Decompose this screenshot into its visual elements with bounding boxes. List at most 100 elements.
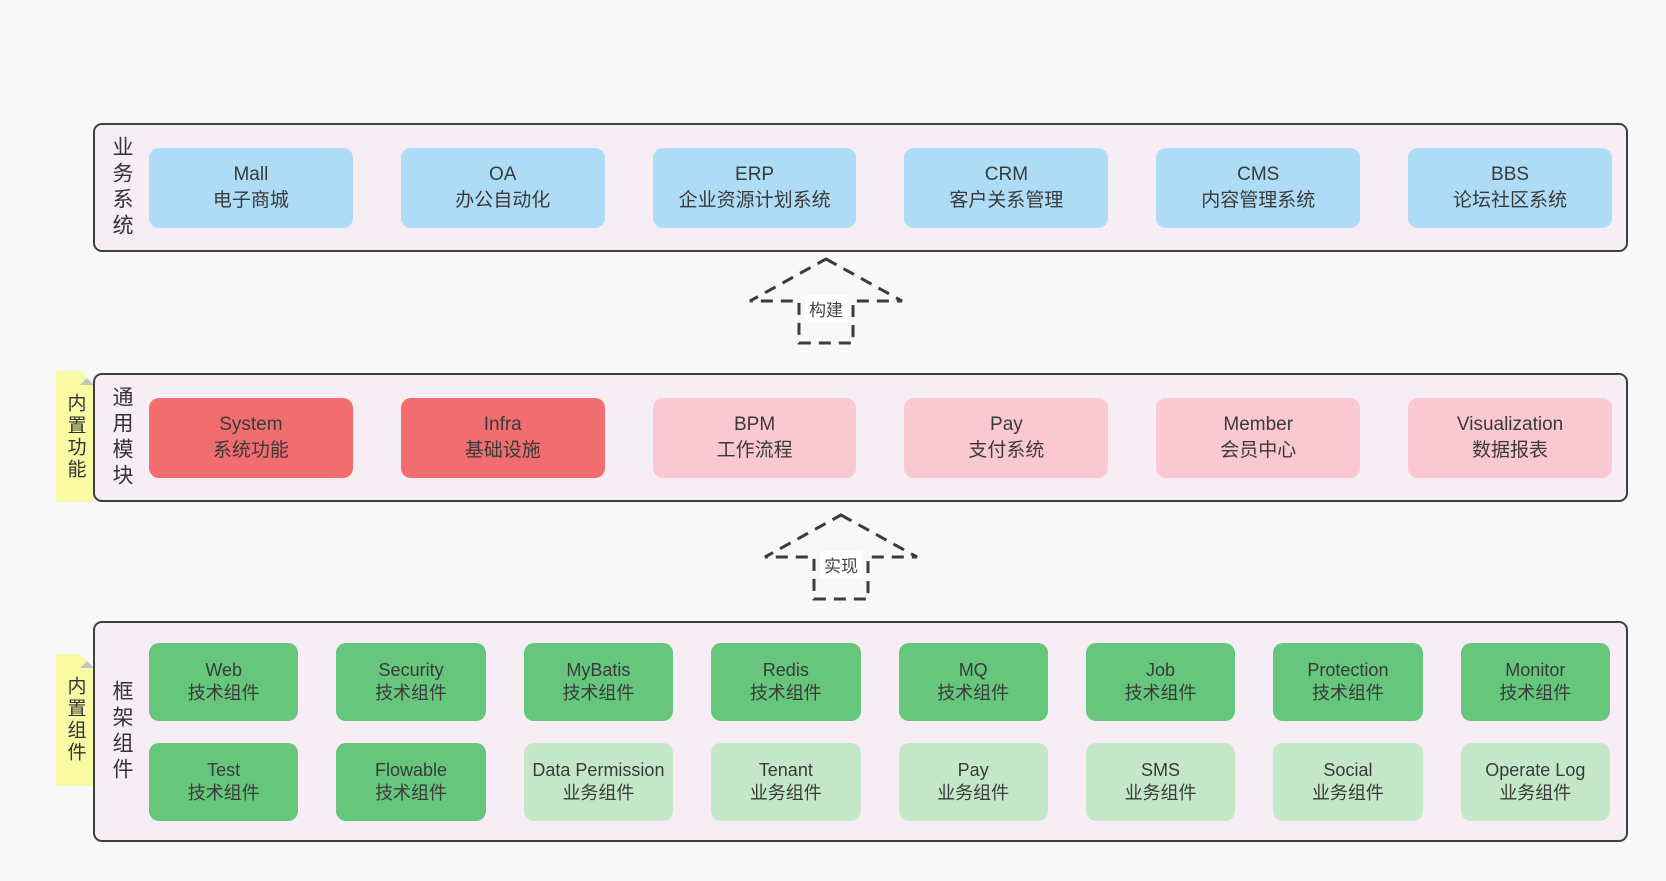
- module-box-cms: CMS 内容管理系统: [1156, 147, 1361, 228]
- component-box-flowable: Flowable 技术组件: [336, 743, 486, 821]
- common-modules-box-row: System 系统功能 Infra 基础设施 BPM 工作流程 Pay 支付系统…: [141, 375, 1626, 500]
- module-box-name: Mall: [233, 164, 269, 186]
- component-box-name: Test: [207, 759, 241, 780]
- builtin-features-tag-label: 内置功能: [64, 392, 86, 481]
- business-systems-layer: 业务系统 Mall 电子商城 OA 办公自动化 ERP 企业资源计划系统 CRM…: [93, 123, 1628, 252]
- builtin-components-tag: 内置组件: [56, 654, 94, 786]
- component-box-desc: 业务组件: [1124, 783, 1197, 803]
- module-box-desc: 办公自动化: [455, 189, 551, 211]
- common-modules-layer-title: 通用模块: [110, 385, 133, 490]
- module-box-crm: CRM 客户关系管理: [904, 147, 1109, 228]
- module-box-infra: Infra 基础设施: [400, 397, 605, 478]
- component-box-desc: 业务组件: [1311, 783, 1384, 803]
- build-arrow-label: 构建: [805, 295, 847, 322]
- component-box-desc: 业务组件: [1499, 783, 1572, 803]
- component-box-desc: 业务组件: [562, 783, 635, 803]
- component-box-name: Flowable: [375, 759, 448, 780]
- module-box-system: System 系统功能: [149, 397, 353, 478]
- module-box-name: Infra: [483, 414, 522, 436]
- module-box-desc: 电子商城: [212, 189, 289, 211]
- module-box-name: ERP: [735, 164, 775, 186]
- component-box-mybatis: MyBatis 技术组件: [523, 643, 674, 721]
- module-box-name: System: [219, 414, 283, 436]
- framework-components-layer: 框架组件 Web 技术组件 Security 技术组件 MyBatis 技术组件…: [93, 621, 1628, 842]
- build-arrow: 构建: [746, 255, 906, 347]
- module-box-desc: 系统功能: [212, 439, 289, 461]
- module-box-member: Member 会员中心: [1156, 397, 1361, 478]
- module-box-bpm: BPM 工作流程: [652, 397, 857, 478]
- component-box-desc: 技术组件: [937, 683, 1010, 703]
- component-box-desc: 技术组件: [187, 783, 260, 803]
- component-box-desc: 技术组件: [1311, 683, 1384, 703]
- component-box-name: MQ: [958, 659, 988, 680]
- module-box-name: CRM: [984, 164, 1029, 186]
- component-box-pay: Pay 业务组件: [898, 743, 1048, 821]
- component-box-name: Protection: [1307, 659, 1389, 680]
- module-box-visualization: Visualization 数据报表: [1408, 397, 1612, 478]
- module-box-desc: 企业资源计划系统: [678, 189, 831, 211]
- component-box-desc: 技术组件: [1499, 683, 1572, 703]
- component-box-name: Operate Log: [1485, 759, 1586, 780]
- module-box-name: Visualization: [1456, 414, 1564, 436]
- component-box-name: Security: [378, 659, 444, 680]
- framework-components-layer-title: 框架组件: [110, 679, 133, 784]
- module-box-desc: 支付系统: [968, 439, 1045, 461]
- module-box-name: BBS: [1491, 164, 1530, 186]
- module-box-desc: 内容管理系统: [1201, 189, 1316, 211]
- module-box-name: BPM: [733, 414, 776, 436]
- builtin-components-tag-label: 内置组件: [64, 676, 86, 764]
- component-box-desc: 技术组件: [562, 683, 635, 703]
- component-box-name: Social: [1323, 759, 1373, 780]
- module-box-desc: 客户关系管理: [949, 189, 1064, 211]
- component-box-job: Job 技术组件: [1085, 643, 1236, 721]
- module-box-desc: 论坛社区系统: [1453, 189, 1568, 211]
- folded-corner-icon: [80, 654, 94, 668]
- component-box-desc: 技术组件: [187, 683, 260, 703]
- module-box-name: OA: [489, 164, 517, 186]
- component-box-mq: MQ 技术组件: [898, 643, 1048, 721]
- component-box-name: Pay: [957, 759, 989, 780]
- module-box-name: Member: [1223, 414, 1294, 436]
- component-box-sms: SMS 业务组件: [1085, 743, 1236, 821]
- component-box-desc: 技术组件: [749, 683, 822, 703]
- folded-corner-icon: [80, 371, 94, 385]
- component-box-protection: Protection 技术组件: [1273, 643, 1423, 721]
- component-box-desc: 技术组件: [375, 683, 448, 703]
- common-modules-layer: 通用模块 System 系统功能 Infra 基础设施 BPM 工作流程 Pay…: [93, 373, 1628, 502]
- module-box-bbs: BBS 论坛社区系统: [1408, 147, 1612, 228]
- component-box-desc: 业务组件: [749, 783, 822, 803]
- module-box-name: Pay: [990, 414, 1023, 436]
- component-box-tenant: Tenant 业务组件: [711, 743, 861, 821]
- component-box-desc: 技术组件: [1124, 683, 1197, 703]
- module-box-desc: 工作流程: [716, 439, 793, 461]
- component-box-web: Web 技术组件: [149, 643, 299, 721]
- module-box-mall: Mall 电子商城: [149, 147, 353, 228]
- module-box-desc: 会员中心: [1220, 439, 1297, 461]
- component-box-name: Redis: [762, 659, 809, 680]
- module-box-desc: 基础设施: [464, 439, 541, 461]
- module-box-erp: ERP 企业资源计划系统: [652, 147, 857, 228]
- component-box-desc: 技术组件: [375, 783, 448, 803]
- component-box-desc: 业务组件: [937, 783, 1010, 803]
- component-box-test: Test 技术组件: [149, 743, 299, 821]
- component-box-social: Social 业务组件: [1273, 743, 1423, 821]
- component-box-name: Web: [205, 659, 243, 680]
- module-box-desc: 数据报表: [1472, 439, 1549, 461]
- business-systems-layer-title: 业务系统: [110, 135, 133, 240]
- implement-arrow: 实现: [761, 511, 921, 603]
- component-box-data-permission: Data Permission 业务组件: [523, 743, 674, 821]
- component-box-name: Tenant: [758, 759, 813, 780]
- component-box-name: Monitor: [1505, 659, 1566, 680]
- component-box-name: Job: [1146, 659, 1176, 680]
- component-box-name: Data Permission: [532, 759, 665, 780]
- module-box-name: CMS: [1237, 164, 1280, 186]
- business-systems-box-row: Mall 电子商城 OA 办公自动化 ERP 企业资源计划系统 CRM 客户关系…: [141, 125, 1626, 250]
- component-box-redis: Redis 技术组件: [711, 643, 861, 721]
- implement-arrow-label: 实现: [820, 551, 862, 578]
- component-box-name: SMS: [1141, 759, 1181, 780]
- framework-components-grid: Web 技术组件 Security 技术组件 MyBatis 技术组件 Redi…: [141, 623, 1626, 840]
- component-box-security: Security 技术组件: [336, 643, 486, 721]
- module-box-oa: OA 办公自动化: [400, 147, 605, 228]
- module-box-pay: Pay 支付系统: [904, 397, 1109, 478]
- component-box-operate-log: Operate Log 业务组件: [1460, 743, 1610, 821]
